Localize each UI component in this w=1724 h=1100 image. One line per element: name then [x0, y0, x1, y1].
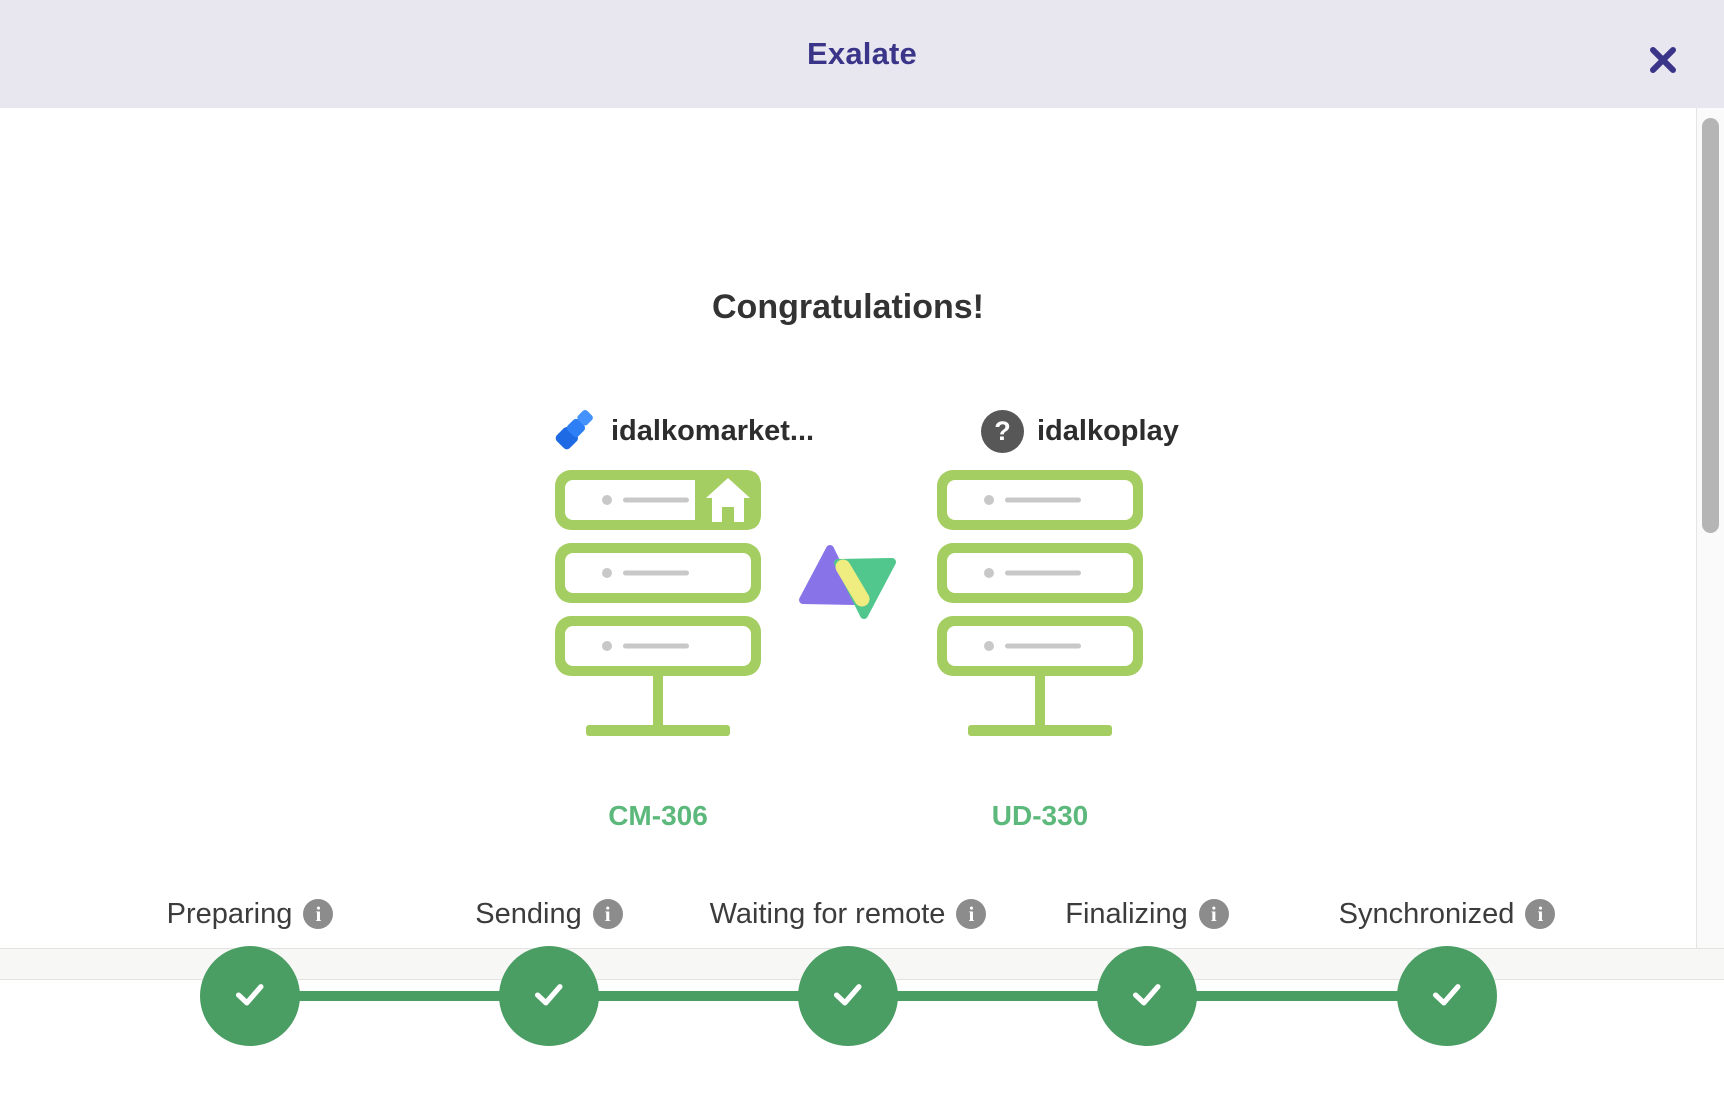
- home-icon: [706, 478, 750, 522]
- remote-instance-label: ? idalkoplay: [981, 408, 1179, 454]
- jira-icon: [555, 407, 598, 455]
- dialog-body: Congratulations! idalkomarket... ? idalk…: [0, 108, 1696, 1046]
- step-status-circle: [200, 946, 300, 1046]
- info-icon[interactable]: i: [303, 899, 334, 929]
- info-icon[interactable]: i: [956, 899, 987, 929]
- remote-server-illustration: [937, 470, 1143, 736]
- dialog-title: Exalate: [807, 36, 917, 71]
- info-icon[interactable]: i: [1198, 899, 1229, 929]
- step-label: Finalizing: [1065, 897, 1188, 930]
- step-status-circle: [1097, 946, 1197, 1046]
- step-preparing: Preparing i: [100, 896, 400, 1046]
- check-icon: [523, 968, 575, 1025]
- local-instance-name: idalkomarket...: [611, 414, 815, 447]
- step-label: Waiting for remote: [709, 897, 946, 930]
- dialog-header: Exalate: [0, 0, 1724, 108]
- congrats-heading: Congratulations!: [712, 288, 984, 326]
- step-status-circle: [798, 946, 898, 1046]
- check-icon: [224, 968, 276, 1025]
- scrollbar: [1696, 108, 1724, 948]
- remote-issue-link[interactable]: UD-330: [991, 800, 1089, 831]
- local-server-illustration: [555, 470, 761, 736]
- step-status-circle: [1397, 946, 1497, 1046]
- close-icon: [1649, 46, 1677, 77]
- local-issue-link[interactable]: CM-306: [608, 800, 708, 831]
- step-label-row: Finalizing i: [997, 896, 1297, 932]
- step-label: Synchronized: [1338, 897, 1515, 930]
- local-instance-label: idalkomarket...: [555, 408, 814, 454]
- step-label-row: Sending i: [399, 896, 699, 932]
- step-waiting-for-remote: Waiting for remote i: [698, 896, 998, 1046]
- check-icon: [822, 968, 874, 1025]
- step-status-circle: [499, 946, 599, 1046]
- step-finalizing: Finalizing i: [997, 896, 1297, 1046]
- question-icon: ?: [981, 409, 1024, 453]
- step-sending: Sending i: [399, 896, 699, 1046]
- step-label-row: Preparing i: [100, 896, 400, 932]
- close-button[interactable]: [1638, 36, 1688, 86]
- step-synchronized: Synchronized i: [1297, 896, 1597, 1046]
- check-icon: [1421, 968, 1473, 1025]
- step-label-row: Synchronized i: [1297, 896, 1597, 932]
- scrollbar-thumb[interactable]: [1702, 118, 1719, 533]
- step-label: Sending: [475, 897, 582, 930]
- info-icon[interactable]: i: [1525, 899, 1556, 929]
- step-label-row: Waiting for remote i: [698, 896, 998, 932]
- exalate-logo-icon: [797, 542, 901, 624]
- info-icon[interactable]: i: [592, 899, 623, 929]
- check-icon: [1121, 968, 1173, 1025]
- remote-instance-name: idalkoplay: [1037, 414, 1179, 447]
- step-label: Preparing: [166, 897, 293, 930]
